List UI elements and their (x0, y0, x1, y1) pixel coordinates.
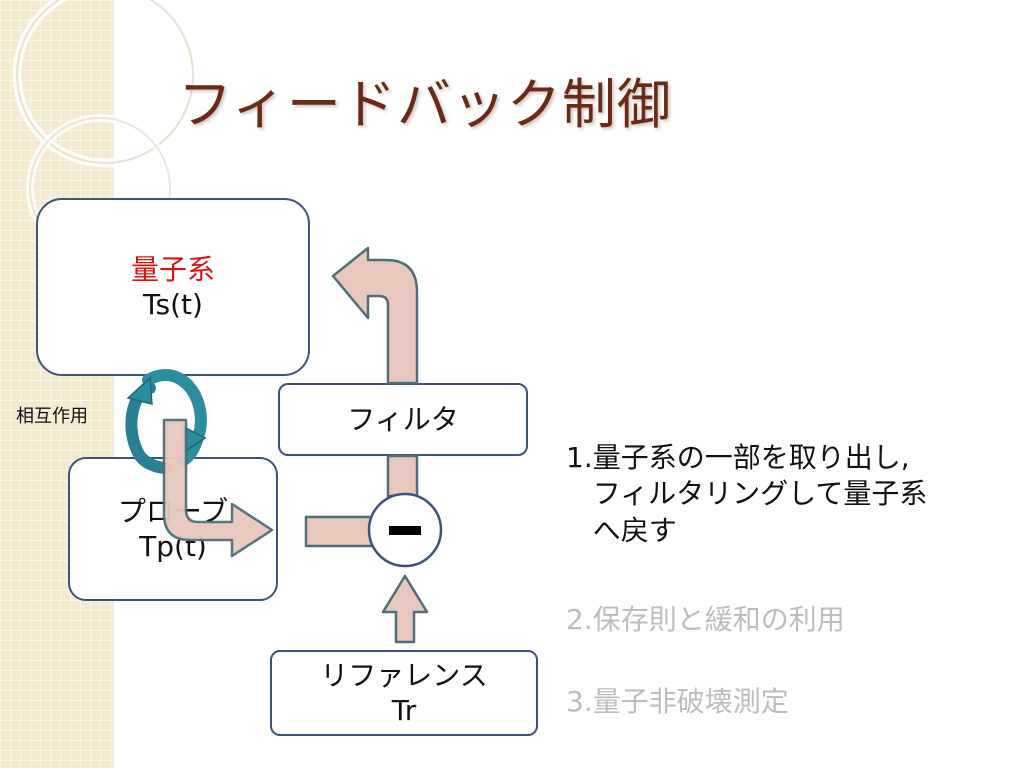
list-item-1: 1. 量子系の一部を取り出し, フィルタリングして量子系 へ戻す (566, 440, 927, 549)
reference-box: リファレンス Tr (270, 650, 538, 736)
reference-up-arrow (381, 574, 429, 644)
reference-sub: Tr (391, 694, 417, 727)
reference-label: リファレンス (320, 659, 488, 692)
list-item-3-text: 量子非破壊測定 (592, 685, 789, 718)
probe-bent-arrow (162, 418, 274, 558)
interaction-cycle-arrow-front (142, 369, 207, 466)
decorative-grid-strip (0, 0, 112, 768)
list-item-1-line-3: へ戻す (592, 513, 677, 547)
list-item-2-number: 2. (566, 603, 593, 636)
quantum-system-box: 量子系 Ts(t) (36, 198, 310, 376)
list-item-1-line-2: フィルタリングして量子系 (592, 477, 928, 511)
list-item-2: 2.保存則と緩和の利用 (566, 602, 845, 638)
quantum-system-sub: Ts(t) (143, 288, 203, 321)
probe-output-stem (304, 515, 374, 548)
slide-title: フィードバック制御 (178, 73, 672, 136)
list-item-3: 3.量子非破壊測定 (566, 684, 789, 720)
interaction-cycle-arrowhead-left (126, 376, 153, 405)
decorative-ring-large-shadow (16, 0, 194, 164)
filter-label: フィルタ (347, 403, 459, 436)
quantum-system-label: 量子系 (130, 253, 215, 286)
interaction-label: 相互作用 (16, 406, 88, 427)
comparator-minus-sign (389, 526, 421, 535)
comparator-to-filter-stem (386, 454, 419, 498)
list-item-2-text: 保存則と緩和の利用 (592, 603, 845, 636)
feedback-return-arrow (331, 246, 419, 385)
list-item-1-line-1: 量子系の一部を取り出し, (592, 441, 910, 474)
list-item-3-number: 3. (566, 685, 593, 718)
list-item-1-number: 1. (566, 441, 593, 474)
decorative-strip-edge (112, 0, 115, 768)
